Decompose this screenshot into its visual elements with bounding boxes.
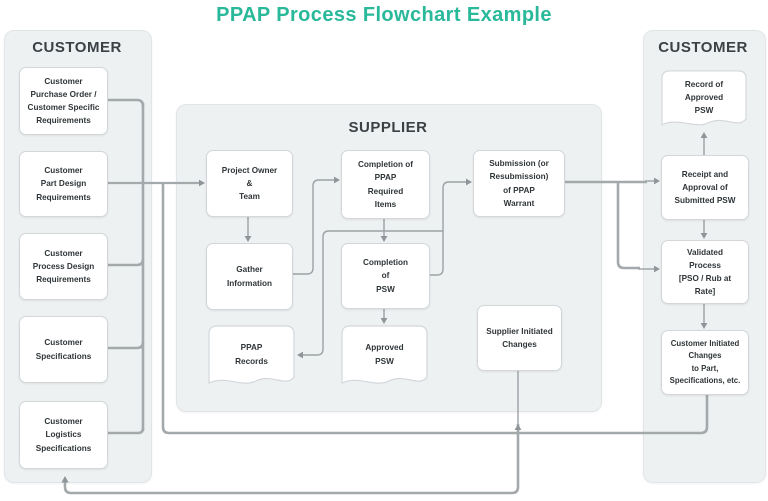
- document-shape: [661, 70, 747, 126]
- node-ppap-records: PPAP Records: [208, 325, 295, 393]
- document-shape: [208, 325, 295, 384]
- document-shape: [341, 325, 428, 384]
- node-label: Customer Process Design Requirements: [32, 248, 95, 285]
- page-title: PPAP Process Flowchart Example: [216, 4, 552, 26]
- node-submission-ppap-warrant: Submission (or Resubmission) of PPAP War…: [473, 150, 565, 217]
- node-validated-process: Validated Process [PSO / Rub at Rate]: [661, 240, 749, 304]
- node-record-approved-psw: Record of Approved PSW: [661, 70, 747, 134]
- node-label: Completion of PPAP Required Items: [357, 160, 414, 209]
- node-receipt-approval-psw: Receipt and Approval of Submitted PSW: [661, 155, 749, 220]
- node-label: Customer Logistics Specifications: [35, 417, 92, 453]
- node-label: Customer Specifications: [35, 338, 92, 361]
- node-label: Customer Purchase Order / Customer Speci…: [27, 76, 100, 126]
- node-label: Gather Information: [226, 265, 273, 288]
- node-label: Approved PSW: [365, 343, 404, 366]
- node-customer-initiated-changes: Customer Initiated Changes to Part, Spec…: [661, 330, 749, 395]
- node-customer-logistics: Customer Logistics Specifications: [19, 401, 108, 469]
- customer-left-header: CUSTOMER: [32, 39, 122, 56]
- node-approved-psw: Approved PSW: [341, 325, 428, 393]
- node-gather-information: Gather Information: [206, 243, 293, 310]
- node-completion-ppap-items: Completion of PPAP Required Items: [341, 150, 430, 219]
- node-label: Completion of PSW: [362, 258, 409, 294]
- node-completion-psw: Completion of PSW: [341, 243, 430, 309]
- node-label: Submission (or Resubmission) of PPAP War…: [489, 159, 549, 208]
- node-customer-purchase-order: Customer Purchase Order / Customer Speci…: [19, 67, 108, 135]
- supplier-header: SUPPLIER: [348, 119, 428, 136]
- node-customer-part-design: Customer Part Design Requirements: [19, 151, 108, 217]
- node-supplier-initiated-changes: Supplier Initiated Changes: [477, 305, 562, 371]
- node-label: Receipt and Approval of Submitted PSW: [674, 169, 736, 206]
- node-label: Project Owner & Team: [221, 165, 278, 202]
- node-customer-specifications: Customer Specifications: [19, 316, 108, 383]
- node-label: Customer Part Design Requirements: [36, 166, 91, 202]
- node-customer-process-design: Customer Process Design Requirements: [19, 233, 108, 300]
- node-label: Customer Initiated Changes to Part, Spec…: [669, 338, 741, 385]
- node-project-owner-team: Project Owner & Team: [206, 150, 293, 217]
- customer-right-header: CUSTOMER: [658, 39, 748, 56]
- node-label: Record of Approved PSW: [684, 79, 724, 116]
- node-label: Supplier Initiated Changes: [486, 326, 553, 349]
- node-label: PPAP Records: [235, 343, 268, 366]
- node-label: Validated Process [PSO / Rub at Rate]: [678, 247, 732, 297]
